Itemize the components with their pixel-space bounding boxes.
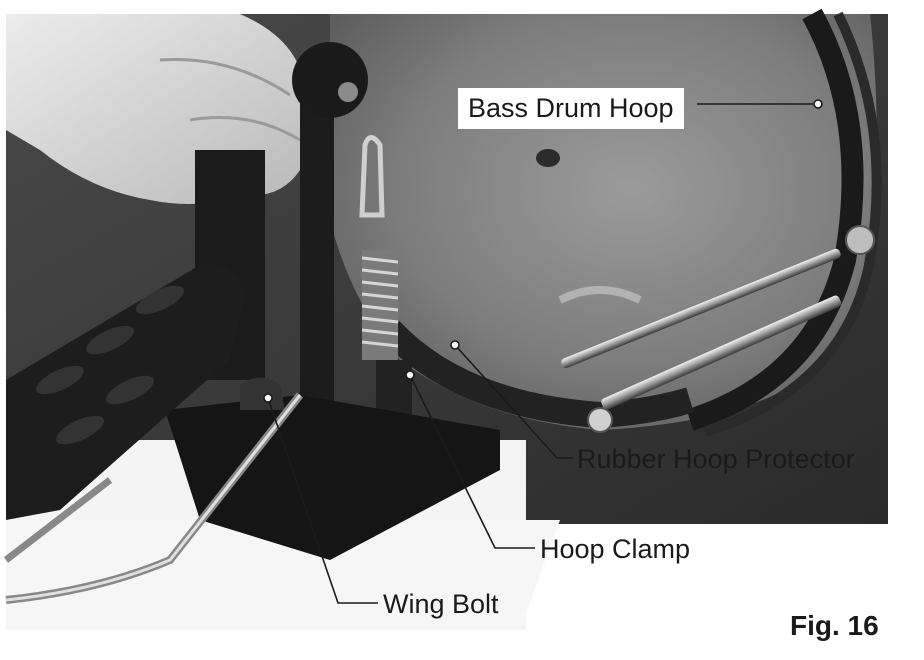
- callout-hoop-clamp: Hoop Clamp: [540, 534, 691, 564]
- pedal-frame: [165, 42, 500, 560]
- callout-bass-drum-hoop: Bass Drum Hoop: [458, 88, 684, 129]
- leader-lines: [263, 99, 823, 604]
- rubber-protector-shape: [380, 321, 694, 429]
- tension-rods: [561, 225, 875, 433]
- callout-wing-bolt: Wing Bolt: [383, 589, 499, 619]
- bass-drum-hoop-ring: [686, 8, 864, 431]
- callout-rubber-hoop-protector: Rubber Hoop Protector: [577, 444, 855, 474]
- footboard: [6, 264, 245, 520]
- figure-label: Fig. 16: [790, 610, 879, 641]
